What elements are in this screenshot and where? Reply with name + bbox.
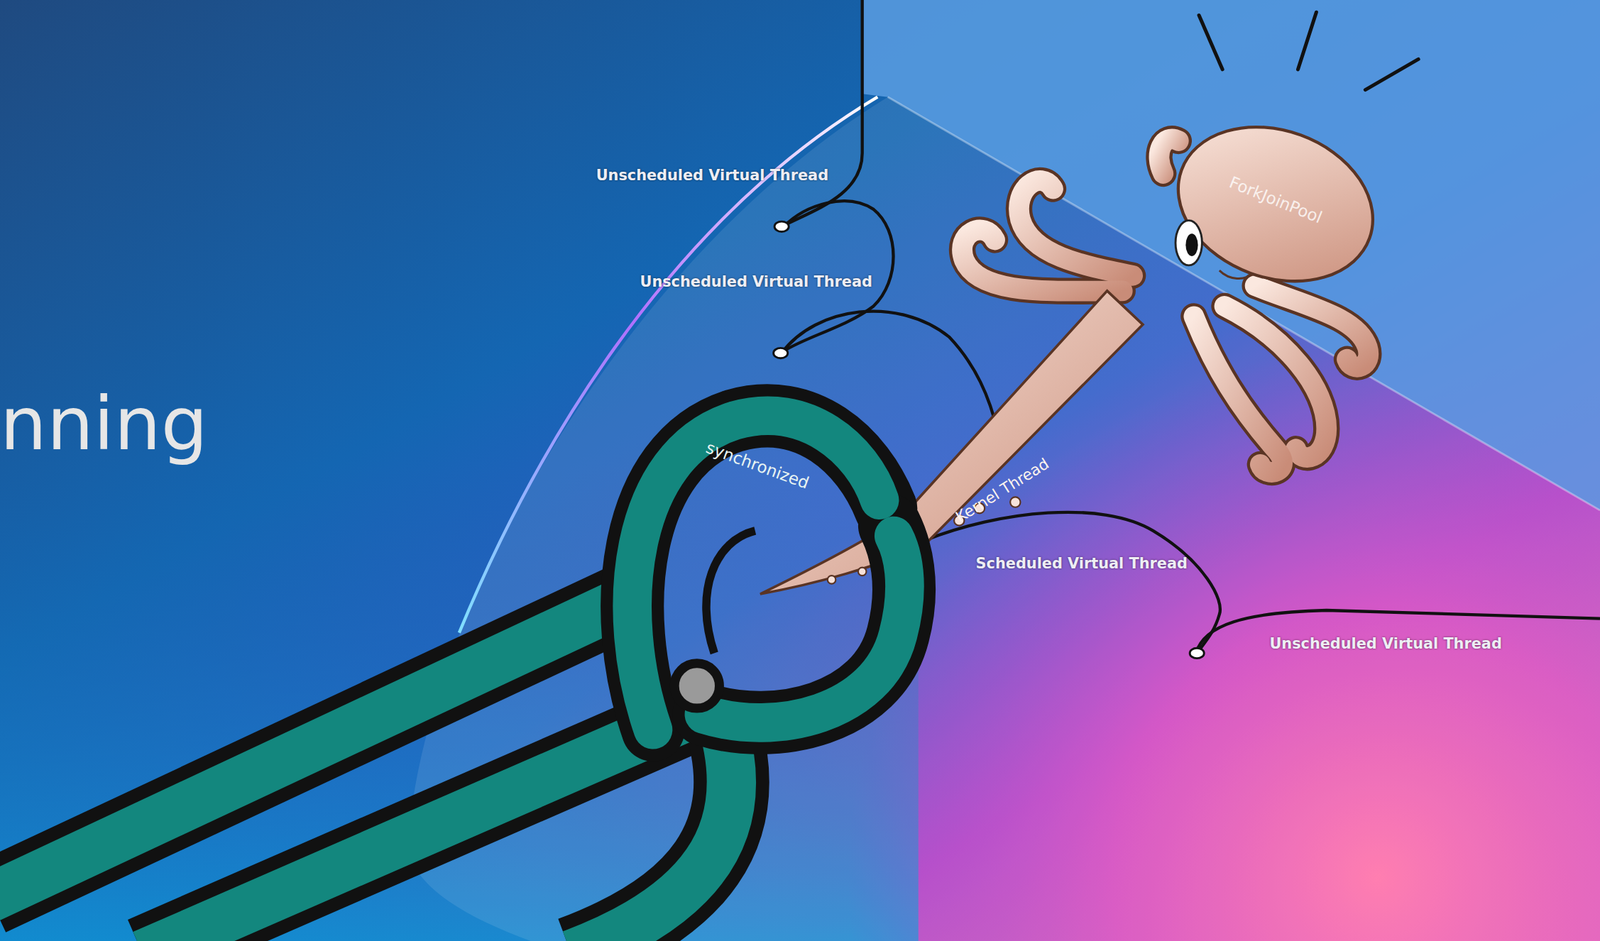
thread-label: Scheduled Virtual Thread — [976, 555, 1188, 571]
thread-label: Unscheduled Virtual Thread — [1269, 636, 1502, 652]
thread-label: Unscheduled Virtual Thread — [596, 168, 829, 184]
slide-title: nning — [0, 386, 208, 461]
thread-label: Unscheduled Virtual Thread — [639, 274, 872, 289]
